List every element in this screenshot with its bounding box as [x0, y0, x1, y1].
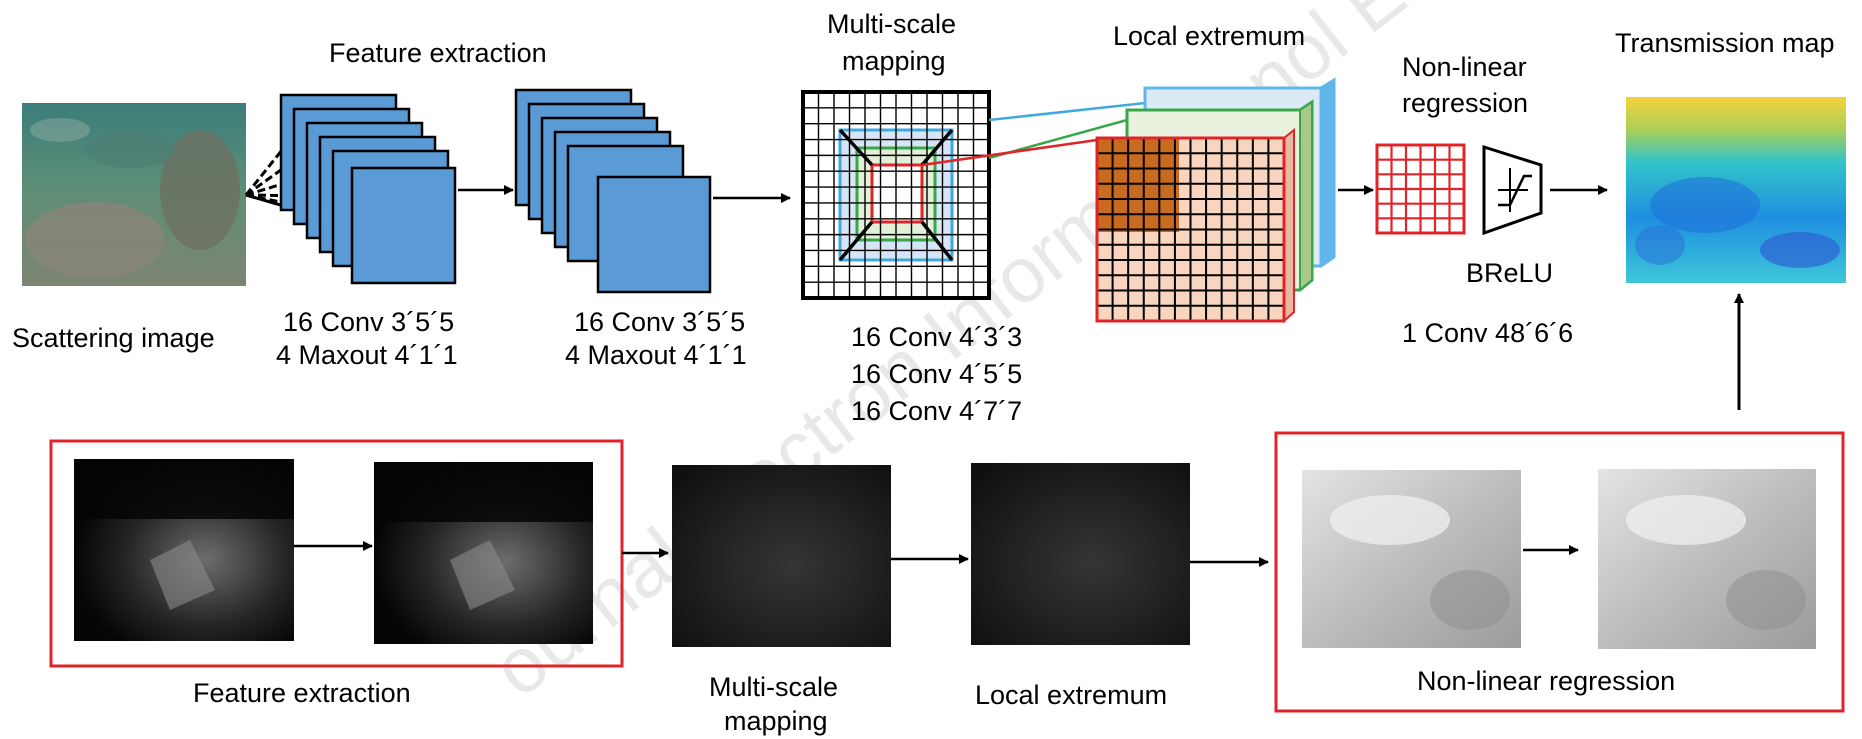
feature-maps-stack-1 — [279, 93, 457, 285]
nonlinear-grid — [1375, 143, 1466, 235]
conv1-label-line1: 16 Conv 3´5´5 — [283, 307, 454, 337]
multi-scale-output — [672, 465, 891, 647]
bottom-feature-extraction-label: Feature extraction — [193, 678, 411, 708]
transmission-map-title: Transmission map — [1615, 28, 1835, 58]
bottom-local-extremum-label: Local extremum — [975, 680, 1167, 710]
feature-extraction-output-1 — [74, 459, 294, 641]
bottom-multi-scale-line2: mapping — [724, 706, 828, 736]
nonlinear-output-1 — [1302, 470, 1521, 648]
conv2-label-line1: 16 Conv 3´5´5 — [574, 307, 745, 337]
nl-conv-label: 1 Conv 48´6´6 — [1402, 318, 1573, 348]
multi-scale-grid — [801, 90, 991, 300]
nonlinear-output-2 — [1598, 469, 1816, 649]
feature-extraction-title: Feature extraction — [329, 38, 547, 68]
nonlinear-title-line2: regression — [1402, 88, 1528, 118]
ms-conv-line2: 16 Conv 4´5´5 — [851, 359, 1022, 389]
transmission-map-image — [1626, 97, 1846, 283]
conv2-label-line2: 4 Maxout 4´1´1 — [565, 340, 747, 370]
feature-maps-stack-2 — [514, 88, 712, 294]
scattering-image-label: Scattering image — [12, 323, 215, 353]
feature-extraction-output-2 — [374, 462, 593, 644]
nonlinear-title-line1: Non-linear — [1402, 52, 1527, 82]
ms-conv-line1: 16 Conv 4´3´3 — [851, 322, 1022, 352]
scattering-image — [22, 103, 246, 286]
brelu-label: BReLU — [1466, 258, 1553, 288]
bottom-nonlinear-regression-label: Non-linear regression — [1417, 666, 1675, 696]
nonlinear-regression-box — [1274, 431, 1845, 713]
brelu-activation-icon — [1482, 144, 1543, 236]
bottom-multi-scale-line1: Multi-scale — [709, 672, 838, 702]
ms-conv-line3: 16 Conv 4´7´7 — [851, 396, 1022, 426]
local-extremum-volumes — [1095, 77, 1336, 324]
multi-scale-title-line1: Multi-scale — [827, 9, 956, 39]
local-extremum-output — [971, 463, 1190, 645]
local-extremum-title: Local extremum — [1113, 21, 1305, 51]
multi-scale-title-line2: mapping — [842, 46, 946, 76]
conv1-label-line2: 4 Maxout 4´1´1 — [276, 340, 458, 370]
